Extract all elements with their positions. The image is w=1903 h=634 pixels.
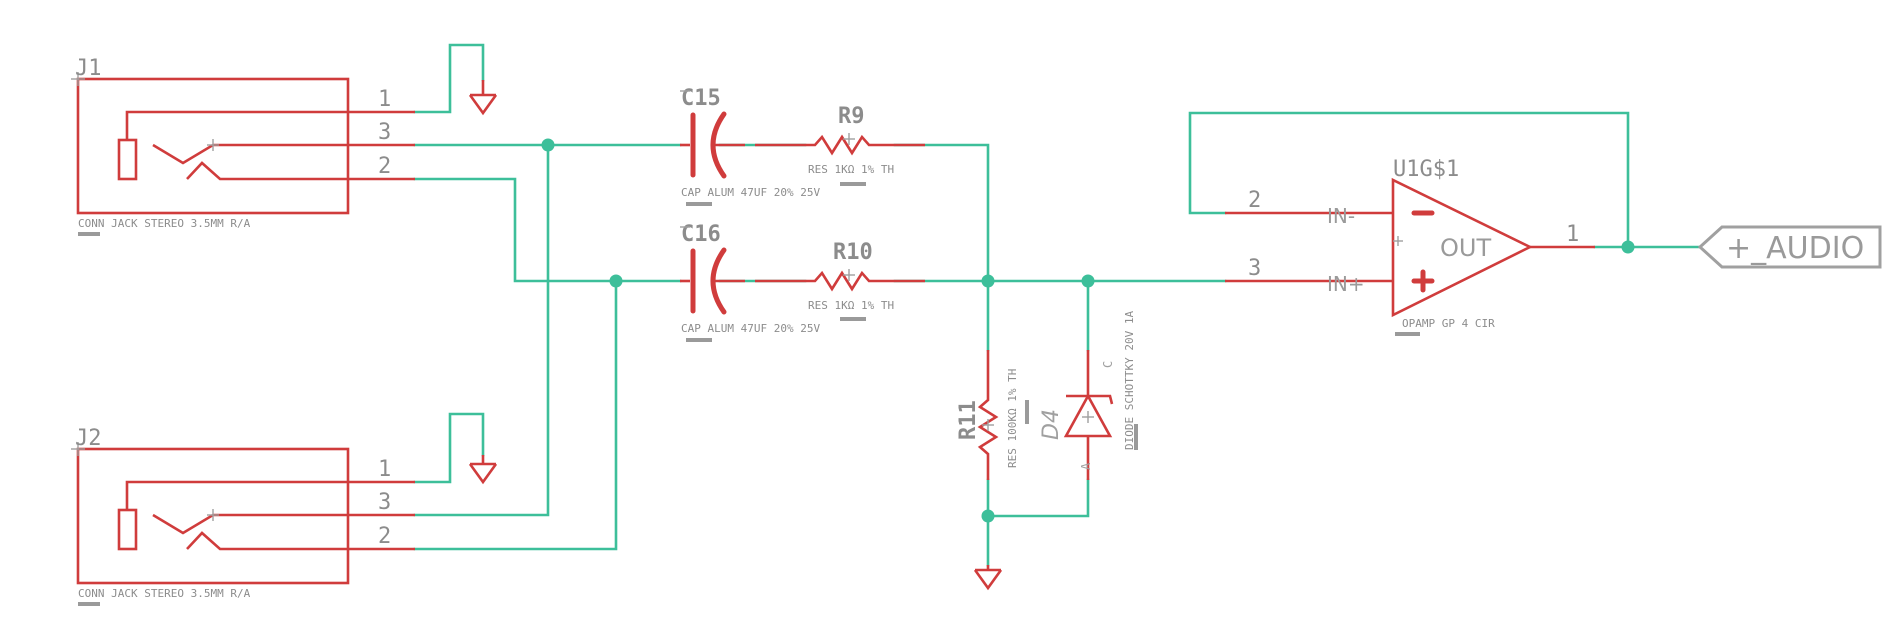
- resistor-r11: R11 RES 100KΩ 1% TH: [956, 350, 1029, 480]
- wire-j2-pin3: [413, 143, 550, 517]
- u1-pin-pos: 3: [1248, 256, 1261, 281]
- capacitor-c15: C15 CAP ALUM 47UF 20% 25V: [680, 86, 820, 206]
- r11-ref: R11: [956, 400, 981, 440]
- u1-in-pos-label: IN+: [1327, 272, 1365, 296]
- junctions: [541, 138, 1635, 523]
- j2-value: CONN JACK STEREO 3.5MM R/A: [78, 587, 251, 600]
- r9-ref: R9: [838, 104, 865, 129]
- resistor-r9: R9 RES 1KΩ 1% TH: [755, 104, 925, 186]
- jack-j2: J2 1 3 2 CONN JACK STEREO 3.5MM R/A: [71, 426, 415, 606]
- opamp-u1: U1G$1 OUT IN- IN+ 2 3 1 OPAMP GP 4 CIR: [1225, 157, 1595, 336]
- junction-dot: [609, 274, 623, 288]
- wire-j2-pin2: [413, 279, 618, 551]
- j2-pin2: 2: [378, 524, 391, 549]
- j1-pin2: 2: [378, 154, 391, 179]
- u1-out-label: OUT: [1440, 234, 1491, 262]
- diode-d4: D4 C A DIODE SCHOTTKY 20V 1A: [1039, 311, 1138, 480]
- u1-value: OPAMP GP 4 CIR: [1402, 317, 1495, 330]
- jack-j1: J1 1 3 2 CONN JACK STEREO 3.5MM R/A: [71, 56, 415, 236]
- resistor-r10: R10 RES 1KΩ 1% TH: [755, 240, 925, 321]
- ground-symbol-r11: [973, 565, 1003, 591]
- wires: [413, 43, 1702, 567]
- u1-in-neg-label: IN-: [1327, 204, 1355, 228]
- c16-ref: C16: [681, 222, 721, 247]
- u1-ref: U1G$1: [1393, 157, 1459, 182]
- wire-j1-pin2: [413, 177, 682, 283]
- j1-pin3: 3: [378, 120, 391, 145]
- wire-j2-pin1-gnd: [413, 412, 485, 484]
- c15-ref: C15: [681, 86, 721, 111]
- junction-dot: [1081, 274, 1095, 288]
- wire-d4-anode: [986, 478, 1090, 518]
- r11-value: RES 100KΩ 1% TH: [1006, 369, 1019, 468]
- j1-value: CONN JACK STEREO 3.5MM R/A: [78, 217, 251, 230]
- r10-value: RES 1KΩ 1% TH: [808, 299, 894, 312]
- j2-pin3: 3: [378, 490, 391, 515]
- u1-pin-out: 1: [1566, 222, 1579, 247]
- wire-r9-out: [893, 143, 990, 283]
- j1-pin1: 1: [378, 87, 391, 112]
- d4-anode-label: A: [1079, 462, 1093, 470]
- net-label-audio: +_AUDIO: [1697, 225, 1882, 269]
- j1-ref: J1: [75, 56, 102, 81]
- ground-symbol-j1: [468, 80, 498, 116]
- junction-dot: [1621, 240, 1635, 254]
- junction-dot: [981, 509, 995, 523]
- c16-value: CAP ALUM 47UF 20% 25V: [681, 322, 820, 335]
- net-label-text: +_AUDIO: [1726, 231, 1864, 266]
- d4-value: DIODE SCHOTTKY 20V 1A: [1123, 311, 1136, 450]
- junction-dot: [541, 138, 555, 152]
- junction-dot: [981, 274, 995, 288]
- ground-symbol-j2: [468, 455, 498, 485]
- wire-j1-pin1-gnd: [413, 43, 485, 114]
- u1-pin-neg: 2: [1248, 188, 1261, 213]
- c15-value: CAP ALUM 47UF 20% 25V: [681, 186, 820, 199]
- r10-ref: R10: [833, 240, 873, 265]
- wire-feedback: [1188, 111, 1630, 249]
- j2-ref: J2: [75, 426, 102, 451]
- d4-cathode-label: C: [1101, 361, 1115, 368]
- d4-ref: D4: [1039, 409, 1064, 440]
- r9-value: RES 1KΩ 1% TH: [808, 163, 894, 176]
- capacitor-c16: C16 CAP ALUM 47UF 20% 25V: [680, 222, 820, 342]
- j2-pin1: 1: [378, 457, 391, 482]
